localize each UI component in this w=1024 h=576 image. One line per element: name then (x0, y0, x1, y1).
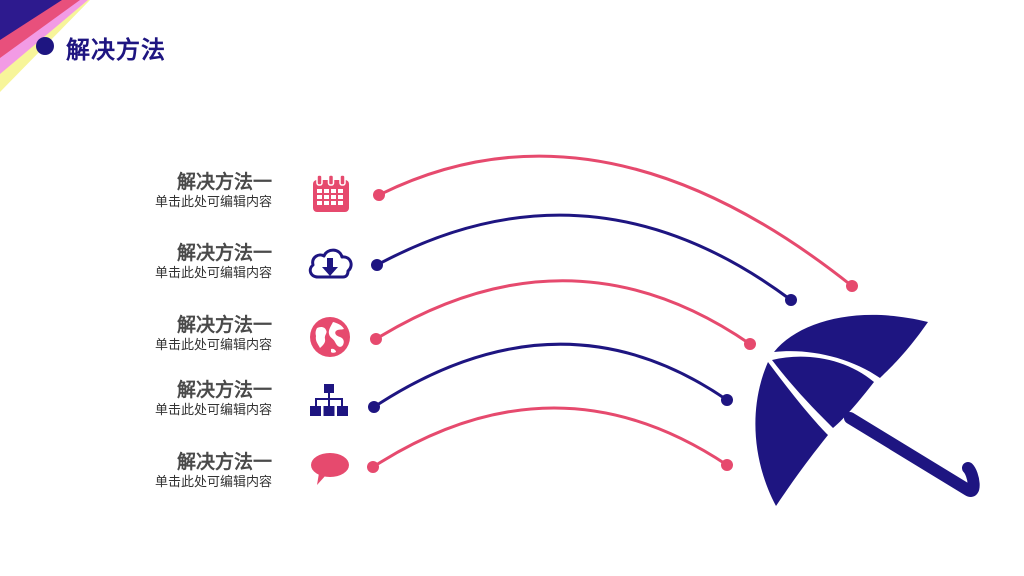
connector-arc-3 (375, 279, 751, 346)
solution-description: 单击此处可编辑内容 (154, 266, 272, 281)
solution-title: 解决方法一 (176, 171, 272, 193)
page-title: 解决方法 (66, 36, 166, 64)
connector-start-dot (371, 259, 383, 271)
connector-end-dot (721, 459, 733, 471)
solution-item-2: 解决方法一 单击此处可编辑内容 (155, 242, 272, 283)
solution-description: 单击此处可编辑内容 (154, 475, 272, 490)
connector-arc-5 (372, 406, 728, 469)
connector-arc-2 (376, 213, 792, 302)
solution-description: 单击此处可编辑内容 (154, 195, 272, 210)
sitemap-icon (310, 384, 348, 416)
solution-title: 解决方法一 (176, 242, 272, 264)
solution-title: 解决方法一 (176, 314, 272, 336)
connector-arc-4 (373, 342, 728, 409)
solution-title: 解决方法一 (176, 451, 272, 473)
connector-end-dot (785, 294, 797, 306)
solution-item-3: 解决方法一 单击此处可编辑内容 (155, 314, 272, 355)
title-bullet (36, 37, 54, 55)
corner-decoration (0, 0, 90, 92)
solution-item-1: 解决方法一 单击此处可编辑内容 (155, 171, 272, 212)
connector-end-dot (721, 394, 733, 406)
connector-start-dot (368, 401, 380, 413)
globe-icon (310, 317, 350, 357)
connector-arc-1 (378, 154, 853, 288)
cloud-download-icon (308, 248, 353, 279)
solution-description: 单击此处可编辑内容 (154, 403, 272, 418)
connector-end-dot (846, 280, 858, 292)
solution-item-5: 解决方法一 单击此处可编辑内容 (155, 451, 272, 492)
calendar-icon (313, 174, 349, 212)
solution-item-4: 解决方法一 单击此处可编辑内容 (155, 379, 272, 420)
solution-description: 单击此处可编辑内容 (154, 338, 272, 353)
connector-start-dot (367, 461, 379, 473)
connector-start-dot (370, 333, 382, 345)
connector-start-dot (373, 189, 385, 201)
speech-bubble-icon (311, 453, 349, 485)
connector-end-dot (744, 338, 756, 350)
solution-title: 解决方法一 (176, 379, 272, 401)
umbrella-icon (755, 314, 980, 506)
